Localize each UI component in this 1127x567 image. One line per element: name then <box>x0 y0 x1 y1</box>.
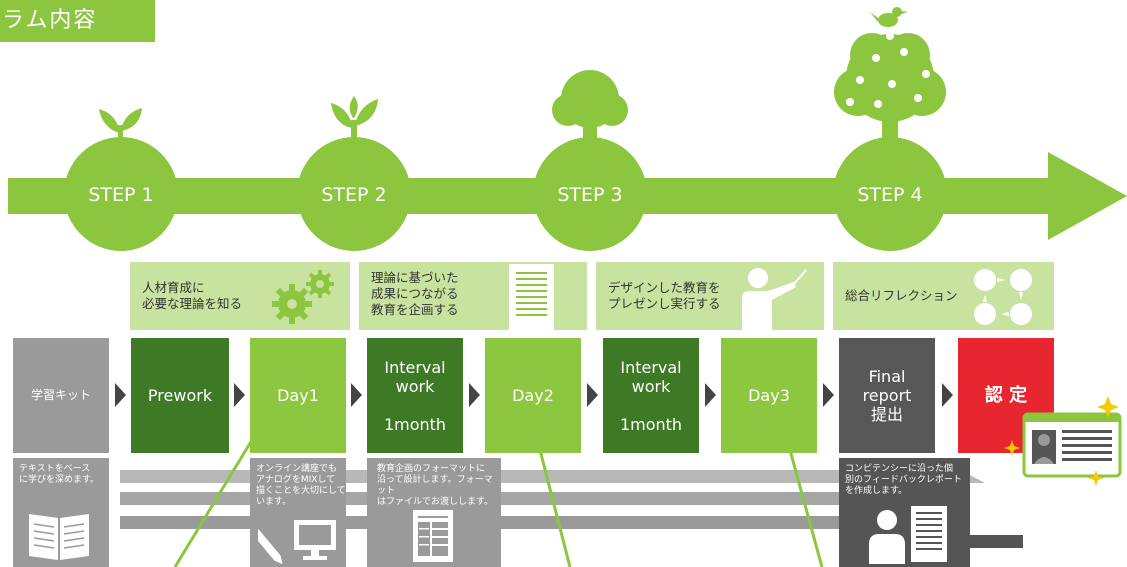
page-title: ラム内容 <box>0 0 155 42</box>
sparkle-icon <box>1004 440 1020 456</box>
flow-final-report: Final report 提出 <box>839 338 935 453</box>
pen-monitor-icon <box>258 520 336 564</box>
cycle-icon <box>974 269 1032 325</box>
day-connector-lines <box>173 439 824 567</box>
flow-day3: Day3 <box>721 338 817 453</box>
step3-circle <box>533 137 647 251</box>
certificate-icon <box>1004 396 1122 486</box>
bird-icon <box>870 7 908 27</box>
flow-interval-1: Interval work 1month <box>367 338 463 453</box>
flow-interval-2: Interval work 1month <box>603 338 699 453</box>
document-icon <box>509 264 554 330</box>
gears-icon <box>272 270 334 324</box>
step-label-2: STEP 2 <box>321 184 387 206</box>
flow-prework: Prework <box>131 338 229 453</box>
theme-text-3: デザインした教育を プレゼンし実行する <box>608 280 721 311</box>
feedback-report-icon <box>869 506 947 564</box>
flow-learning-kit: 学習キット <box>13 338 109 453</box>
note-panel-3: 教育企画のフォーマットに 沿って設計します。フォーマット はファイルでお渡ししま… <box>367 458 501 567</box>
tree-icon <box>552 70 628 147</box>
sparkle-icon <box>1088 470 1104 486</box>
theme-text-2: 理論に基づいた 成果につながる 教育を企画する <box>371 270 459 317</box>
theme-text-4: 総合リフレクション <box>845 288 958 303</box>
note-panel-1: テキストをベース に学びを深めます。 <box>13 458 109 567</box>
presenter-icon <box>742 268 807 330</box>
step1-circle <box>64 137 178 251</box>
step-label-3: STEP 3 <box>557 184 623 206</box>
fruit-tree-icon <box>834 32 946 150</box>
flow-day2: Day2 <box>485 338 581 453</box>
step-label-1: STEP 1 <box>88 184 154 206</box>
flow-day1: Day1 <box>250 338 346 453</box>
form-template-icon <box>413 510 453 562</box>
theme-text-1: 人材育成に 必要な理論を知る <box>142 280 243 311</box>
note-text-3: 教育企画のフォーマットに 沿って設計します。フォーマット はファイルでお渡ししま… <box>377 464 494 507</box>
seedling-icon <box>331 96 378 142</box>
note-text-4: コンピテンシーに沿った個 別のフィードバックレポート を作成します。 <box>845 464 962 496</box>
theme-panel-3: デザインした教育を プレゼンし実行する <box>596 262 824 330</box>
open-book-icon <box>29 514 89 560</box>
theme-panel-4: 総合リフレクション <box>833 262 1054 330</box>
note-text-2: オンライン講座でも アナログをMIXして 描くことを大切にして います。 <box>256 464 346 507</box>
theme-panel-2: 理論に基づいた 成果につながる 教育を企画する <box>359 262 587 330</box>
note-panel-4: コンピテンシーに沿った個 別のフィードバックレポート を作成します。 <box>839 458 970 567</box>
step2-circle <box>297 137 411 251</box>
sparkle-icon <box>1097 396 1119 418</box>
flow-arrows <box>115 383 953 407</box>
step-label-4: STEP 4 <box>857 184 923 206</box>
step4-circle <box>833 137 947 251</box>
theme-panel-1: 人材育成に 必要な理論を知る <box>130 262 350 330</box>
sprout-icon <box>99 108 142 143</box>
note-text-1: テキストをベース に学びを深めます。 <box>19 464 100 485</box>
note-panel-2: オンライン講座でも アナログをMIXして 描くことを大切にして います。 <box>250 458 346 567</box>
